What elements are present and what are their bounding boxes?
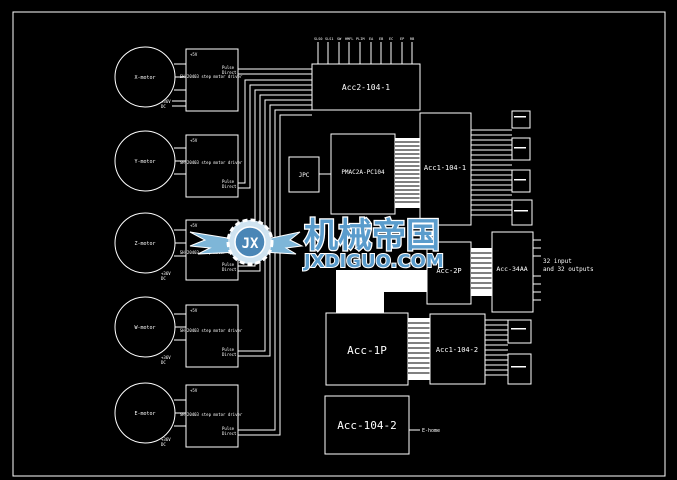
svg-text:Pulse: Pulse	[222, 347, 235, 352]
io-lines-top	[471, 129, 512, 216]
watermark: JX 机械帝国 JXDIGUO.COM	[189, 215, 445, 273]
svg-text:Pulse: Pulse	[222, 179, 235, 184]
ribbon-bus-1	[395, 138, 420, 208]
pin-label: RB	[410, 37, 414, 41]
svg-text:DC: DC	[161, 442, 166, 447]
io-lines-34aa	[533, 239, 541, 301]
svg-text:E-motor: E-motor	[134, 411, 155, 417]
motor-row-x: X-motor +5V SH-20403 step motor driver P…	[114, 46, 243, 112]
driver-wires	[238, 68, 312, 436]
svg-text:W-motor: W-motor	[134, 325, 155, 331]
driver-box	[185, 304, 239, 368]
pin-label: EA	[369, 37, 374, 41]
svg-text:Acc-104-2: Acc-104-2	[337, 419, 397, 432]
driver-label: SH-20403 step motor driver	[180, 74, 243, 79]
driver-box	[185, 384, 239, 448]
pin-label: EP	[400, 37, 404, 41]
io-label-line1: 32 input	[543, 258, 572, 265]
svg-text:SH-20403 step motor driver: SH-20403 step motor driver	[180, 328, 243, 333]
svg-text:Direct: Direct	[222, 70, 237, 75]
svg-text:Y-motor: Y-motor	[134, 159, 155, 165]
peripheral-boxes-top	[511, 110, 533, 226]
io-label-line2: and 32 outputs	[543, 266, 594, 273]
svg-text:Direct: Direct	[222, 431, 237, 436]
pin-label: SLS1	[325, 37, 333, 41]
svg-text:Acc-34AA: Acc-34AA	[496, 265, 527, 273]
board-acc-34aa: Acc-34AA	[491, 231, 534, 313]
svg-text:DC: DC	[161, 276, 166, 281]
ehome-label: E-home	[422, 428, 440, 434]
driver-box	[185, 134, 239, 198]
peripheral-boxes-bottom	[507, 319, 532, 385]
motor-row-y: Y-motor +5V SH-20403 step motor driver P…	[114, 130, 243, 198]
svg-text:+36V: +36V	[161, 99, 171, 104]
drawing-frame	[12, 11, 666, 477]
ribbon-bus-2	[471, 248, 492, 296]
pin-label: PLIM	[356, 37, 364, 41]
svg-text:PMAC2A-PC104: PMAC2A-PC104	[341, 169, 385, 176]
svg-text:+5V: +5V	[190, 308, 198, 313]
board-acc-104-2: Acc-104-2	[324, 395, 410, 455]
board-acc1-104-2: Acc1-104-2	[429, 313, 486, 385]
svg-text:Direct: Direct	[222, 184, 237, 189]
watermark-cn: 机械帝国	[304, 216, 440, 256]
board-acc2-104-1: Acc2-104-1	[311, 63, 421, 111]
board-jpc: JPC	[288, 156, 320, 193]
svg-text:Direct: Direct	[222, 352, 237, 357]
svg-text:+5V: +5V	[190, 138, 198, 143]
svg-text:Direct: Direct	[222, 267, 237, 272]
top-connector: SLS0 SLS1 SW HMFL PLIM EA EB EC EP RB	[314, 37, 414, 64]
svg-text:Acc-1P: Acc-1P	[347, 344, 387, 357]
svg-text:Acc-2P: Acc-2P	[436, 267, 461, 275]
ribbon-bus-3	[408, 318, 430, 380]
svg-text:+5V: +5V	[190, 388, 198, 393]
svg-text:Pulse: Pulse	[222, 426, 235, 431]
pin-label: SW	[337, 37, 342, 41]
motor-label: X-motor	[134, 75, 155, 81]
pin-label: HMFL	[345, 37, 353, 41]
svg-text:Pulse: Pulse	[222, 65, 235, 70]
svg-text:Acc1-104-2: Acc1-104-2	[436, 346, 478, 354]
board-acc-1p: Acc-1P	[325, 312, 409, 386]
svg-text:+36V: +36V	[161, 355, 171, 360]
svg-text:+5V: +5V	[190, 52, 198, 57]
svg-text:DC: DC	[161, 360, 166, 365]
svg-text:DC: DC	[161, 104, 166, 109]
svg-text:+36V: +36V	[161, 437, 171, 442]
svg-text:Acc1-104-1: Acc1-104-1	[424, 164, 466, 172]
watermark-en: JXDIGUO.COM	[302, 251, 444, 272]
io-lines-bottom	[485, 319, 508, 376]
motor-row-w: W-motor +5V SH-20403 step motor driver P…	[114, 296, 243, 368]
board-pmac2a-pc104: PMAC2A-PC104	[330, 133, 396, 215]
driver-box	[185, 48, 239, 112]
svg-text:Acc2-104-1: Acc2-104-1	[342, 83, 390, 92]
svg-text:+36V: +36V	[161, 271, 171, 276]
board-acc-2p: Acc-2P	[426, 241, 472, 305]
motor-row-e: E-motor +5V SH-20403 step motor driver P…	[114, 382, 243, 448]
svg-text:+5V: +5V	[190, 223, 198, 228]
board-acc1-104-1: Acc1-104-1	[419, 112, 472, 226]
svg-text:Z-motor: Z-motor	[134, 241, 155, 247]
logo-mark: JX	[242, 236, 259, 252]
svg-text:SH-20403 step motor driver: SH-20403 step motor driver	[180, 412, 243, 417]
svg-text:SH-20403 step motor driver: SH-20403 step motor driver	[180, 160, 243, 165]
pin-label: EB	[379, 37, 383, 41]
pin-label: EC	[389, 37, 393, 41]
svg-text:JPC: JPC	[299, 172, 310, 179]
pin-label: SLS0	[314, 37, 322, 41]
svg-text:Pulse: Pulse	[222, 262, 235, 267]
